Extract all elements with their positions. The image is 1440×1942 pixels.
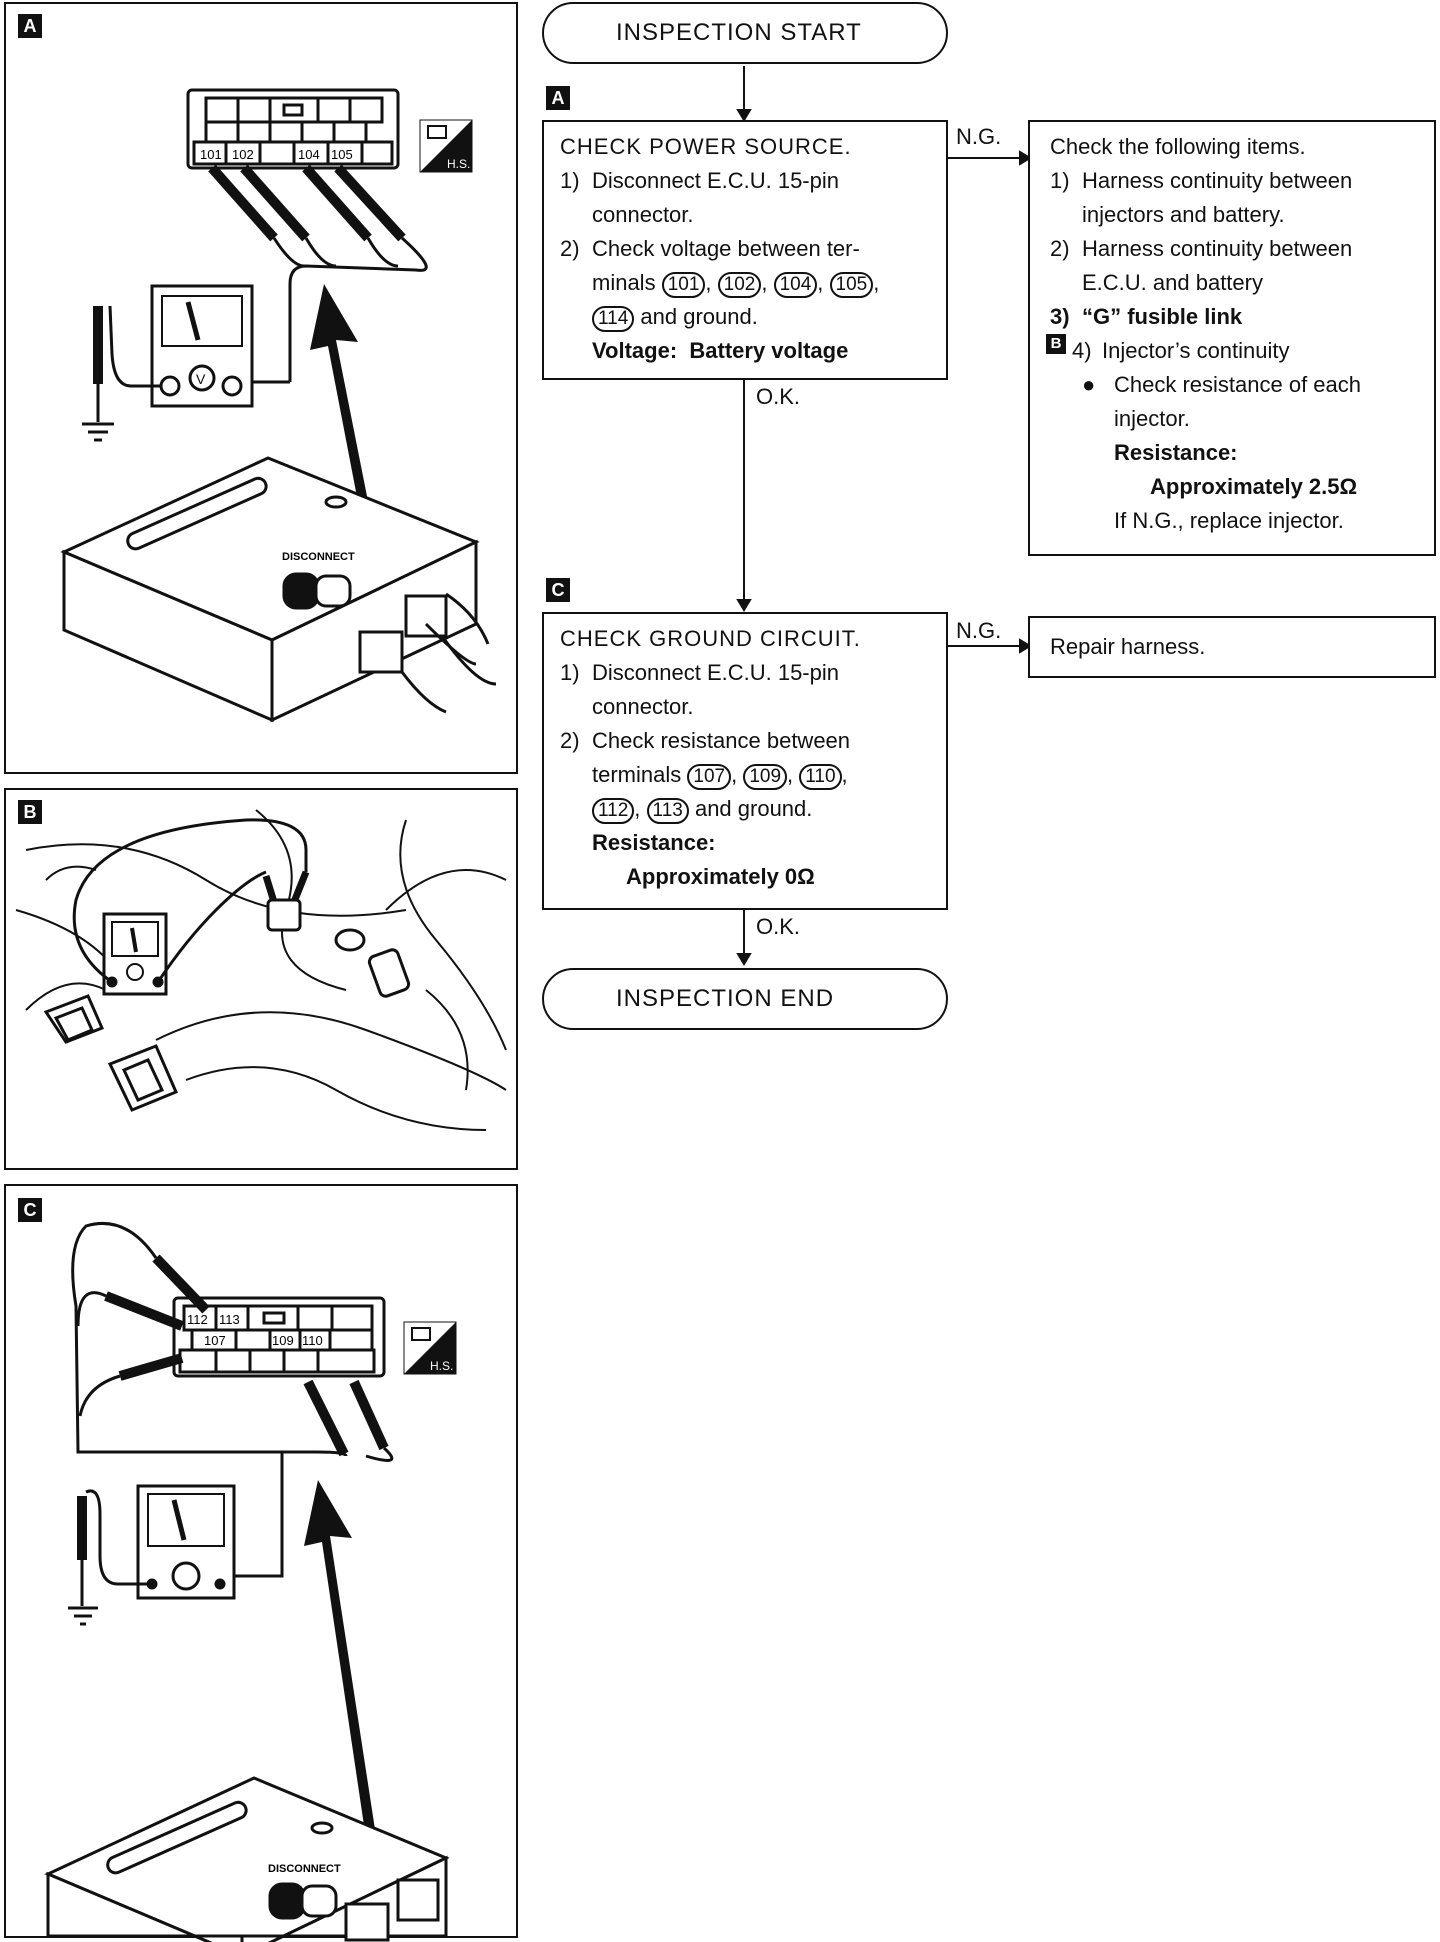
- check-power-source-box: CHECK POWER SOURCE. 1)Disconnect E.C.U. …: [542, 120, 948, 380]
- pointer-arrow-c: [304, 1480, 380, 1866]
- voltmeter-connection-illustration: 101 102 104 105 H.S.: [60, 88, 497, 723]
- power-title: CHECK POWER SOURCE.: [560, 134, 852, 159]
- terminal-104: 104: [773, 272, 818, 298]
- terminal-109: 109: [743, 764, 788, 790]
- ecu-connector-diagram-c: [172, 1296, 386, 1378]
- terminal-112: 112: [592, 798, 635, 824]
- injector-resistance-value: Approximately 2.5Ω: [1150, 474, 1358, 499]
- bullet-icon: ●: [1082, 372, 1096, 397]
- panel-b-tag: B: [18, 800, 42, 824]
- terminal-114: 114: [592, 306, 635, 332]
- svg-text:H.S.: H.S.: [447, 157, 470, 171]
- inspection-start-terminal: INSPECTION START: [542, 2, 948, 64]
- panel-c-tag: C: [18, 1198, 42, 1222]
- flow-step-c-tag: C: [546, 578, 570, 602]
- disconnect-icon-c: [268, 1882, 338, 1920]
- ground-lead-c: [68, 1489, 152, 1626]
- ecu-connector-diagram: [186, 88, 400, 170]
- illustration-panel-a: A 101 102 104 105 H.S.: [4, 2, 518, 774]
- ecu-unit-drawing-c: [44, 1776, 450, 1942]
- illustration-panel-c: C 112 113 107 109 110 H.S.: [4, 1184, 518, 1942]
- voltmeter-icon: V: [150, 284, 254, 408]
- ohmmeter-ground-illustration: 112 113 107 109 110 H.S.: [44, 1221, 457, 1942]
- test-leads: [72, 818, 310, 984]
- ground-title: CHECK GROUND CIRCUIT.: [560, 626, 861, 651]
- repair-text: Repair harness.: [1050, 634, 1206, 659]
- ground-lead: [82, 305, 161, 442]
- ground-terminal-list: terminals 107, 109, 110,: [560, 758, 936, 792]
- svg-text:H.S.: H.S.: [430, 1359, 453, 1373]
- ecu-unit-drawing: [60, 456, 480, 723]
- hs-badge-icon: H.S.: [419, 119, 473, 173]
- illustration-panel-b: B: [4, 788, 518, 1170]
- terminal-label-105: 105: [331, 147, 353, 162]
- ok-label-ground: O.K.: [756, 914, 801, 939]
- check-ground-circuit-box: CHECK GROUND CIRCUIT. 1)Disconnect E.C.U…: [542, 612, 948, 910]
- panel-a-tag: A: [18, 14, 42, 38]
- ng-label-ground: N.G.: [956, 618, 1002, 643]
- ok-label-power: O.K.: [756, 384, 801, 409]
- check-items-box: Check the following items. 1)Harness con…: [1028, 120, 1436, 556]
- ground-resistance-value: Approximately 0Ω: [626, 864, 815, 889]
- injector-resistance-illustration: [15, 809, 507, 1131]
- terminal-107: 107: [687, 764, 732, 790]
- terminal-label-110: 110: [302, 1333, 323, 1348]
- svg-text:V: V: [196, 371, 206, 387]
- test-probes-c: [71, 1221, 394, 1578]
- inspection-end-terminal: INSPECTION END: [542, 968, 948, 1030]
- harness-wires: [400, 592, 497, 714]
- flow-step-a-tag: A: [546, 86, 570, 110]
- power-terminal-list: minals 101, 102, 104, 105,: [560, 266, 936, 300]
- terminal-110: 110: [799, 764, 842, 790]
- terminal-label-113: 113: [219, 1312, 240, 1327]
- items-title: Check the following items.: [1050, 134, 1306, 159]
- ng-label-power: N.G.: [956, 124, 1002, 149]
- injector-connector: [266, 898, 411, 998]
- svg-text:DISCONNECT: DISCONNECT: [282, 551, 355, 563]
- ohmmeter-icon-c: [136, 1484, 236, 1600]
- power-spec: Voltage: Battery voltage: [592, 338, 849, 363]
- terminal-label-107: 107: [204, 1333, 226, 1348]
- item-b-tag: B: [1046, 334, 1066, 354]
- disconnect-icon: [282, 572, 352, 610]
- terminal-label-109: 109: [272, 1333, 294, 1348]
- engine-letter-g: [107, 1044, 178, 1112]
- test-probes: [208, 164, 428, 384]
- terminal-105: 105: [829, 272, 874, 298]
- terminal-101: 101: [661, 272, 706, 298]
- terminal-113: 113: [646, 798, 689, 824]
- hs-badge-icon-c: H.S.: [403, 1321, 457, 1375]
- svg-text:DISCONNECT: DISCONNECT: [268, 1863, 341, 1875]
- terminal-102: 102: [717, 272, 762, 298]
- engine-letter-e: [43, 994, 105, 1044]
- terminal-label-104: 104: [298, 147, 320, 162]
- terminal-label-112: 112: [187, 1312, 208, 1327]
- terminal-label-101: 101: [200, 147, 222, 162]
- ohmmeter-icon: [102, 912, 168, 996]
- terminal-label-102: 102: [232, 147, 254, 162]
- repair-harness-box: Repair harness.: [1028, 616, 1436, 678]
